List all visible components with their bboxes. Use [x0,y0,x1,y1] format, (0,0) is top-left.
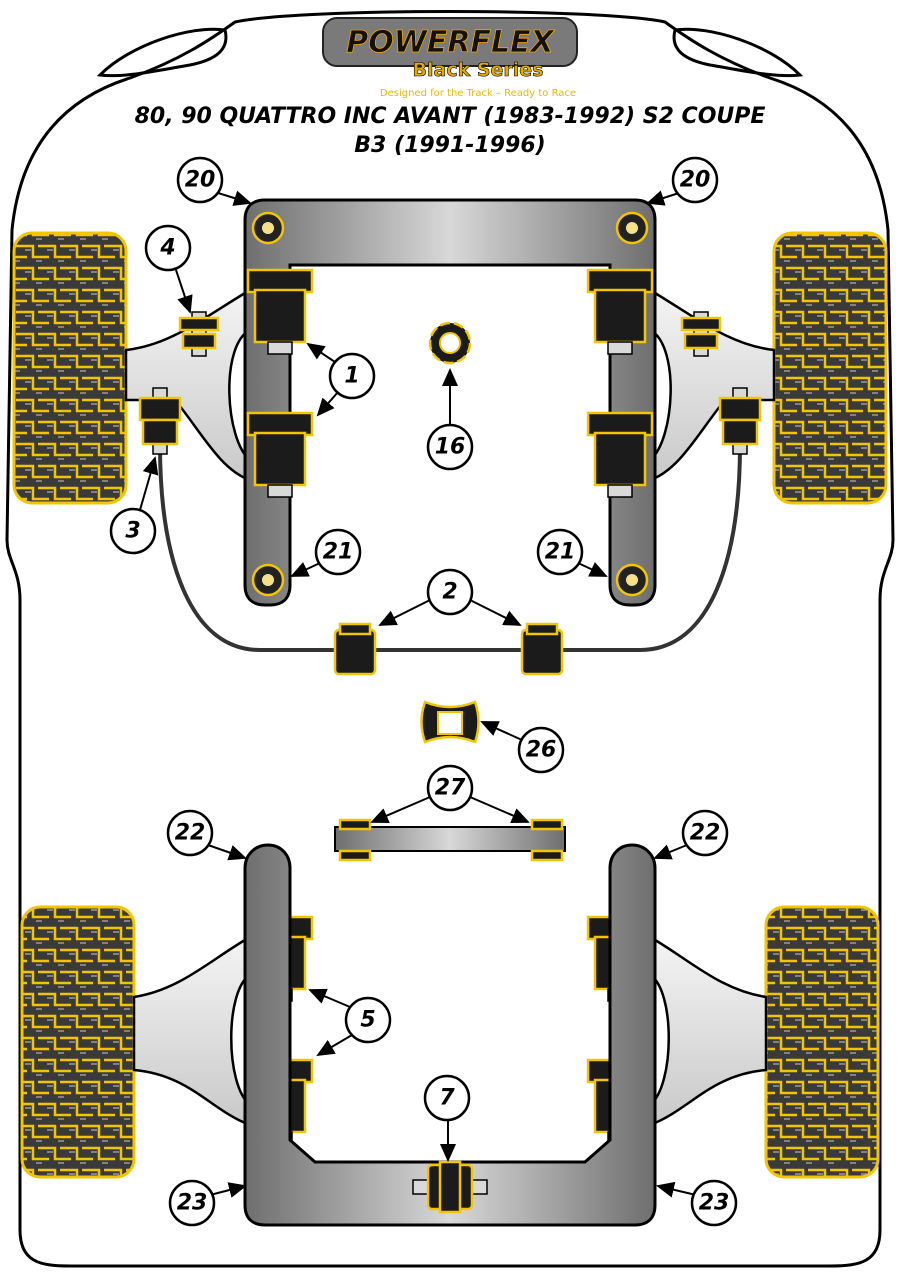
powerflex-logo: POWERFLEX Black Series Designed for the … [322,17,578,99]
callout-3: 3 [109,456,159,555]
svg-text:5: 5 [360,1008,375,1033]
svg-text:20: 20 [680,168,711,193]
diagram-title-line1: 80, 90 QUATTRO INC AVANT (1983-1992) S2 … [135,104,766,129]
rear-right-wheel [764,905,880,1179]
callout-26: 26 [480,721,565,774]
anti-roll-bar-link-bushes [138,311,762,455]
logo-tagline: Designed for the Track – Ready to Race [380,88,576,99]
car-body-outline [5,10,895,1268]
callout-20-right: 20 [646,156,719,206]
svg-text:7: 7 [439,1086,455,1111]
callout-5: 5 [308,988,392,1057]
callout-20-left: 20 [176,156,252,206]
logo-series-text: Black Series [413,59,544,81]
callout-16: 16 [426,368,474,471]
callout-7: 7 [423,1074,471,1162]
svg-text:1: 1 [344,364,359,389]
rear-right-control-arm [648,934,768,1127]
callout-4: 4 [144,224,193,314]
svg-text:16: 16 [435,435,466,460]
callout-2: 2 [378,568,522,626]
gearbox-mount-insert [428,321,472,365]
svg-text:21: 21 [323,540,354,565]
svg-text:4: 4 [159,236,175,261]
rear-left-control-arm [132,934,252,1127]
callout-27: 27 [370,764,530,824]
rear-left-wheel [20,905,136,1179]
logo-brand-text: POWERFLEX [346,25,555,60]
rear-subframe [243,843,657,1227]
callout-22-right: 22 [653,809,729,860]
front-subframe [243,198,657,607]
callout-21-right: 21 [536,528,608,577]
front-anti-roll-bar [158,444,742,652]
svg-text:20: 20 [185,168,216,193]
svg-text:23: 23 [177,1191,208,1216]
callout-22-left: 22 [166,809,247,861]
callout-23-right: 23 [656,1179,738,1227]
rear-diff-plate [334,818,566,862]
svg-text:27: 27 [435,776,466,801]
engine-mount-insert [420,700,480,744]
svg-text:26: 26 [526,738,557,763]
diagram-title-line2: B3 (1991-1996) [354,133,545,158]
svg-text:22: 22 [175,821,206,846]
svg-text:23: 23 [699,1191,730,1216]
right-mirror-outline [672,27,804,78]
callout-1: 1 [306,342,376,417]
callout-23-left: 23 [168,1179,247,1227]
front-right-wheel [772,231,888,505]
callout-21-left: 21 [290,528,362,577]
svg-text:3: 3 [125,519,140,544]
svg-text:2: 2 [442,580,457,605]
anti-roll-bar-bushes [333,622,564,676]
left-mirror-outline [96,27,228,78]
front-left-wheel [12,231,128,505]
svg-text:22: 22 [690,821,721,846]
rear-diff-mount-bush [412,1160,488,1214]
svg-text:21: 21 [545,540,576,565]
